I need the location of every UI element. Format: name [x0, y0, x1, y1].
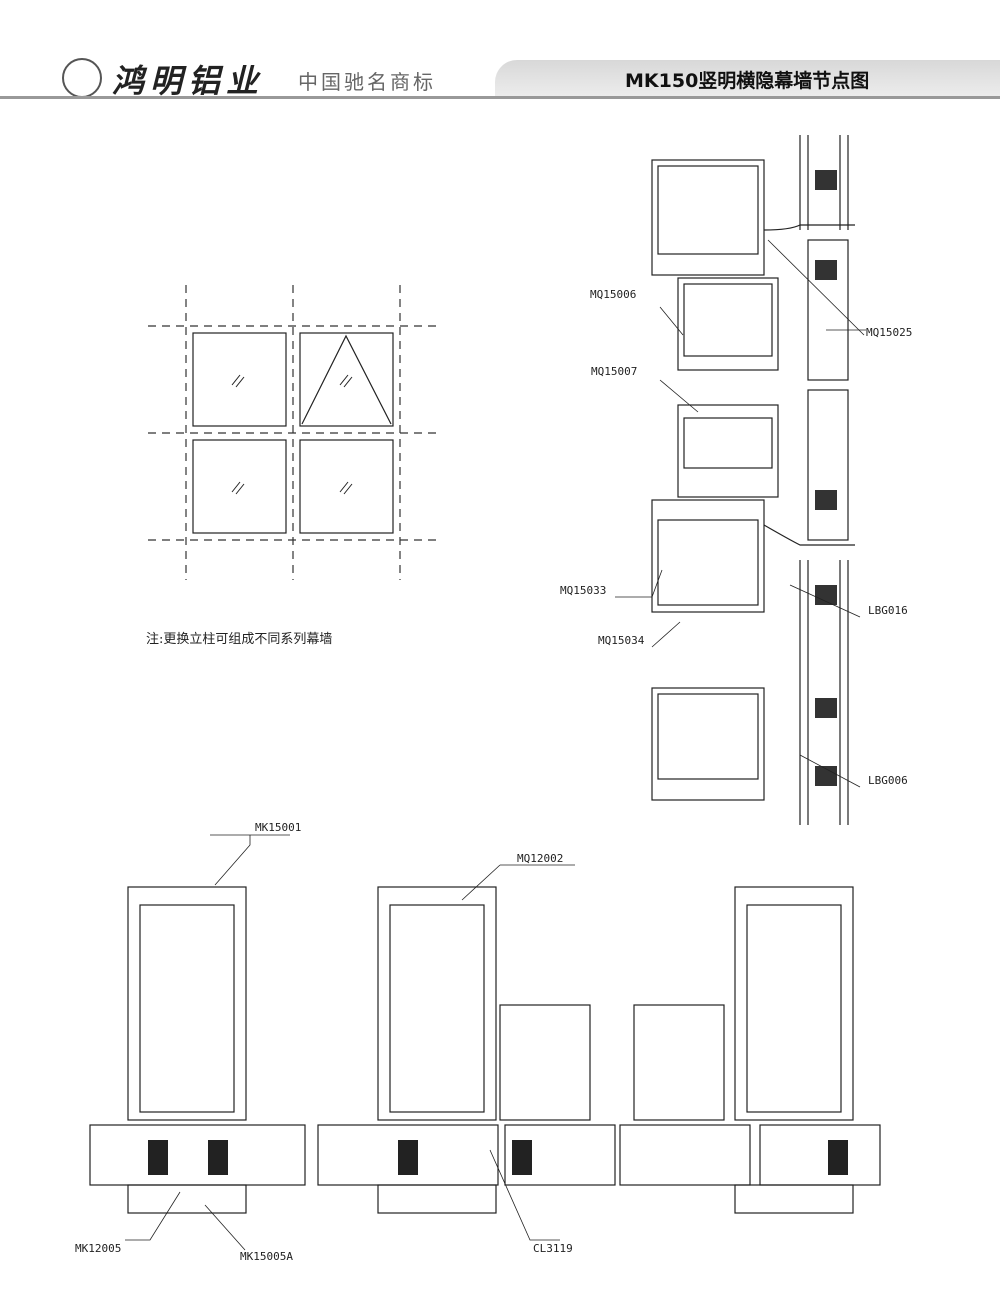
page-title: MK150竖明横隐幕墙节点图 — [625, 70, 870, 92]
label-mk15005a: MK15005A — [240, 1250, 293, 1263]
page-header: 鸿明铝业 中国驰名商标 MK150竖明横隐幕墙节点图 — [0, 0, 1000, 100]
slogan: 中国驰名商标 — [298, 70, 436, 94]
label-mq15007: MQ15007 — [591, 365, 637, 378]
label-mq15034: MQ15034 — [598, 634, 645, 647]
drawing-note: 注:更换立柱可组成不同系列幕墙 — [146, 632, 333, 647]
label-mq15033: MQ15033 — [560, 584, 606, 597]
label-mq15006: MQ15006 — [590, 288, 636, 301]
horizontal-section: MK15001 MQ12002 MK12005 MK15005A CL3119 — [75, 821, 881, 1263]
label-mq12002: MQ12002 — [517, 852, 563, 865]
title-tab — [495, 60, 1000, 96]
vertical-section: MQ15006 MQ15025 MQ15007 MQ15033 LBG016 M… — [560, 135, 912, 825]
label-mq15025: MQ15025 — [866, 326, 912, 339]
brand-name: 鸿明铝业 — [112, 62, 265, 100]
label-mk15001: MK15001 — [255, 821, 301, 834]
elevation-diagram — [148, 285, 440, 580]
header-rule — [0, 96, 1000, 99]
label-lbg006: LBG006 — [868, 774, 908, 787]
label-lbg016: LBG016 — [868, 604, 908, 617]
label-cl3119: CL3119 — [533, 1242, 573, 1255]
label-mk12005: MK12005 — [75, 1242, 121, 1255]
